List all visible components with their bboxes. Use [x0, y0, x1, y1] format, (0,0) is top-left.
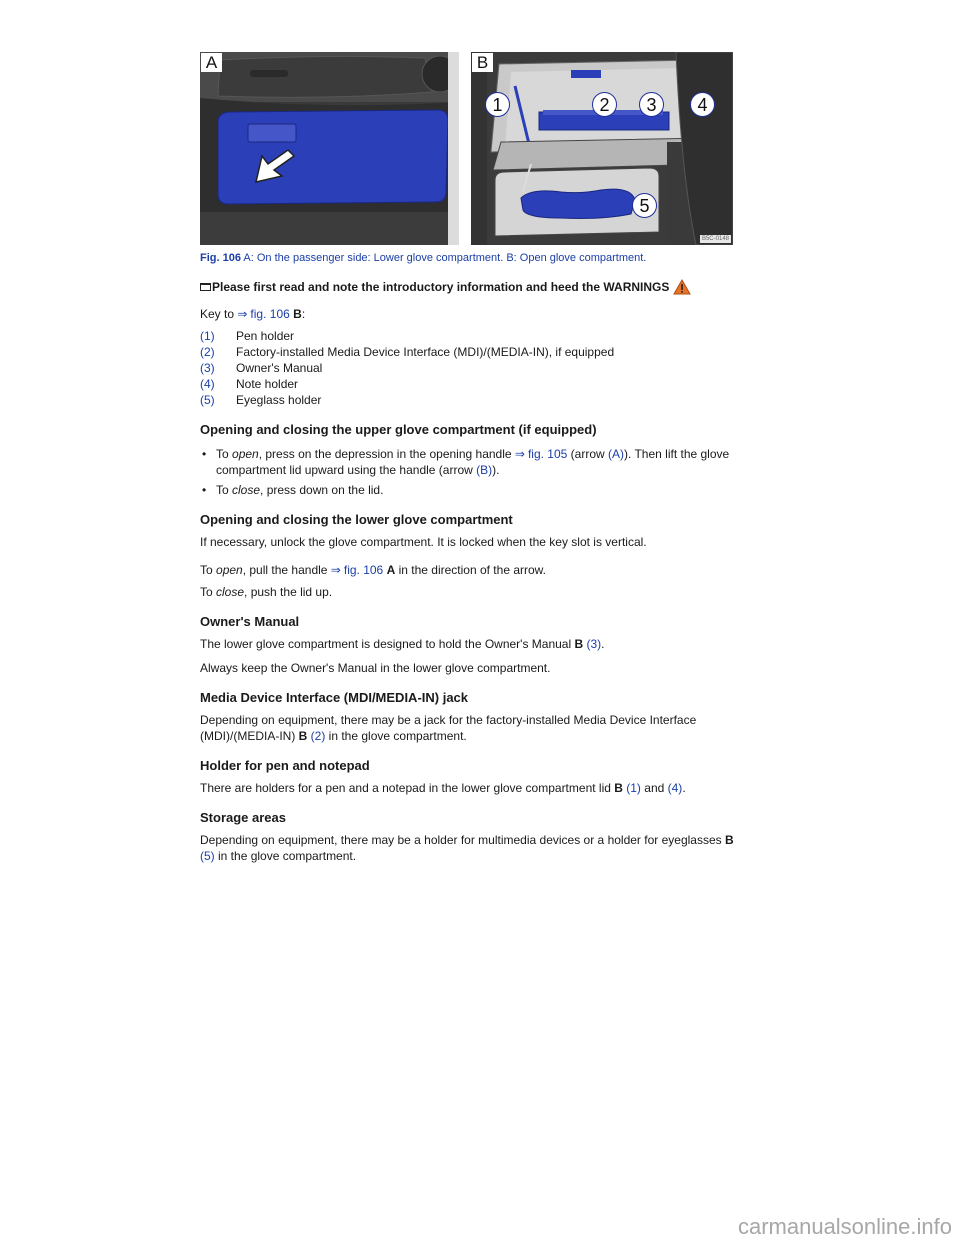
key-item-text: Eyeglass holder [236, 393, 322, 407]
image-code: B5C-0148 [699, 235, 731, 243]
key-item: (3) Owner's Manual [200, 360, 740, 376]
key-item-text: Owner's Manual [236, 361, 323, 375]
warning-triangle-icon [673, 279, 692, 295]
figure-caption: Fig. 106 A: On the passenger side: Lower… [200, 250, 740, 266]
key-item: (2) Factory-installed Media Device Interf… [200, 344, 740, 360]
callout-3: 3 [639, 92, 664, 117]
list-item: To open, press on the depression in the … [200, 446, 740, 478]
callout-4: 4 [690, 92, 715, 117]
key-suffix: : [301, 307, 306, 321]
lower-paragraph-1: If necessary, unlock the glove compartme… [200, 535, 647, 549]
figure-106: A B 1 2 3 4 5 B5C-0148 [200, 52, 733, 245]
page-content: Fig. 106 A: On the passenger side: Lower… [200, 250, 740, 870]
arrow-icon: ⇒ [237, 307, 248, 321]
fig-105-link[interactable]: fig. 105 [527, 447, 568, 461]
figure-panel-b: B 1 2 3 4 5 B5C-0148 [471, 52, 733, 245]
key-item-number[interactable]: (2) [200, 345, 215, 359]
key-item-number[interactable]: (4) [200, 377, 215, 391]
key-item-number[interactable]: (3) [200, 361, 215, 375]
heading-pen-notepad: Holder for pen and notepad [200, 758, 370, 773]
key-item-text: Note holder [236, 377, 299, 391]
callout-5: 5 [632, 193, 657, 218]
arrow-a-link[interactable]: (A) [608, 447, 625, 461]
lower-paragraph-3: To close, push the lid up. [200, 585, 333, 599]
caption-text: A: On the passenger side: Lower glove co… [240, 252, 647, 264]
callout-2: 2 [592, 92, 617, 117]
panel-a-illustration [200, 52, 459, 245]
heading-lower-compartment: Opening and closing the lower glove comp… [200, 512, 513, 527]
heading-mdi: Media Device Interface (MDI/MEDIA-IN) ja… [200, 690, 469, 705]
key-intro: Key to ⇒fig. 106 B: [200, 306, 740, 322]
holder-paragraph: There are holders for a pen and a notepa… [200, 781, 686, 795]
arrow-icon: ⇒ [514, 447, 525, 461]
panel-b-illustration [471, 52, 733, 245]
watermark-logo: carmanualsonline.info [737, 1214, 952, 1239]
key-item-number[interactable]: (5) [200, 393, 215, 407]
key-list: (1) Pen holder (2) Factory-installed Media… [200, 328, 740, 408]
arrow-icon: ⇒ [330, 563, 341, 577]
callout-1: 1 [485, 92, 510, 117]
heading-upper-compartment: Opening and closing the upper glove comp… [200, 422, 597, 437]
ref-1-link[interactable]: (1) [626, 781, 641, 795]
key-item: (1) Pen holder [200, 328, 740, 344]
list-item: To close, press down on the lid. [200, 482, 740, 498]
arrow-b-link[interactable]: (B) [476, 463, 493, 477]
heading-owners-manual: Owner's Manual [200, 614, 300, 629]
warning-notice-text: Please first read and note the introduct… [212, 280, 670, 294]
caption-label: Fig. 106 [200, 252, 241, 264]
fig-106-link[interactable]: fig. 106 [250, 307, 290, 321]
key-item-number[interactable]: (1) [200, 329, 215, 343]
key-item: (4) Note holder [200, 376, 740, 392]
ref-4-link[interactable]: (4) [667, 781, 683, 795]
upper-compartment-list: To open, press on the depression in the … [200, 446, 740, 498]
fig-106-link[interactable]: fig. 106 [343, 563, 384, 577]
book-icon [200, 283, 211, 291]
panel-a-label: A [201, 53, 222, 72]
heading-storage-areas: Storage areas [200, 810, 286, 825]
figure-panel-a: A [200, 52, 459, 245]
ref-5-link[interactable]: (5) [200, 849, 215, 863]
key-item-text: Factory-installed Media Device Interface… [236, 345, 615, 359]
warning-notice: Please first read and note the introduct… [200, 279, 740, 295]
key-item-text: Pen holder [236, 329, 295, 343]
ref-2-link[interactable]: (2) [310, 729, 326, 743]
panel-b-label: B [472, 53, 493, 72]
storage-paragraph: Depending on equipment, there may be a h… [200, 833, 734, 863]
ref-3-link[interactable]: (3) [586, 637, 602, 651]
key-panel: B [293, 307, 302, 321]
key-prefix: Key to [200, 307, 238, 321]
manual-paragraph-2: Always keep the Owner's Manual in the lo… [200, 661, 551, 675]
mdi-paragraph: Depending on equipment, there may be a j… [200, 713, 697, 743]
manual-paragraph-1: The lower glove compartment is designed … [200, 637, 605, 651]
key-item: (5) Eyeglass holder [200, 392, 740, 408]
lower-paragraph-2: To open, pull the handle ⇒fig. 106 A in … [200, 563, 546, 577]
